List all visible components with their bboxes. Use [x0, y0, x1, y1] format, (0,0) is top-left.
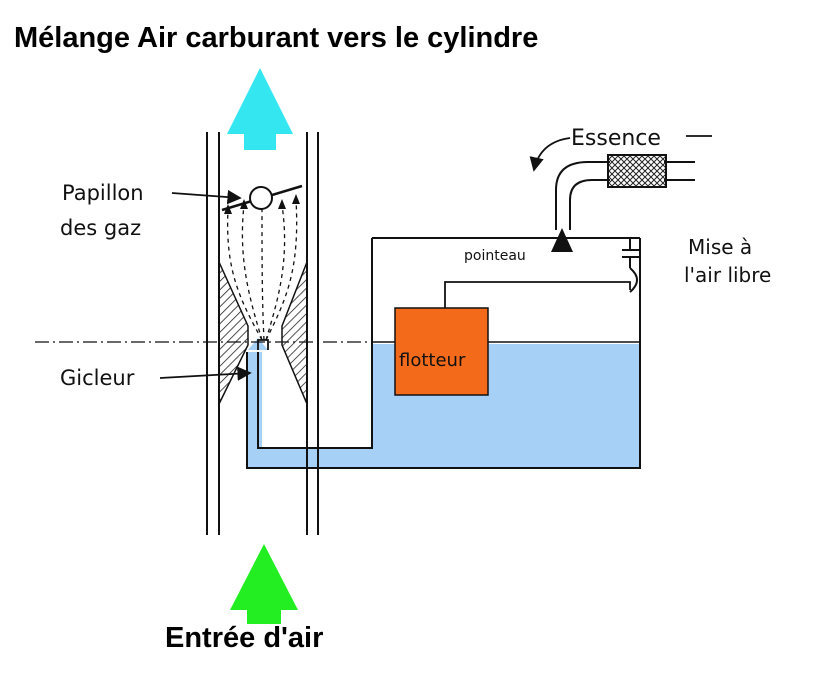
- diagram-title-top: Mélange Air carburant vers le cylindre: [14, 22, 539, 54]
- throttle-valve: [221, 184, 303, 212]
- air-in-arrow: [230, 544, 298, 624]
- float-label: flotteur: [399, 350, 466, 371]
- mise-label-1: Mise à: [688, 235, 752, 259]
- vent-tube: [622, 238, 640, 293]
- gicleur-nozzle: [224, 194, 300, 350]
- fuel-filter: [607, 154, 667, 188]
- gicleur-leader: [159, 366, 252, 381]
- venturi-right: [281, 261, 308, 405]
- papillon-label-2: des gaz: [60, 216, 141, 240]
- papillon-label-1: Papillon: [62, 181, 144, 205]
- mixture-out-arrow: [227, 68, 293, 150]
- venturi-left: [218, 261, 249, 405]
- float-block: [394, 307, 489, 396]
- diagram-title-bottom: Entrée d'air: [165, 622, 324, 654]
- papillon-leader: [171, 189, 242, 205]
- float-linkage: [444, 281, 631, 308]
- gicleur-label: Gicleur: [60, 366, 135, 390]
- mise-label-2: l'air libre: [684, 263, 771, 287]
- needle-valve: [551, 228, 573, 252]
- fuel-inlet-pipe: [555, 161, 695, 230]
- essence-label: Essence: [571, 126, 661, 151]
- pointeau-label: pointeau: [464, 248, 526, 264]
- essence-flow-arrow: [529, 137, 571, 172]
